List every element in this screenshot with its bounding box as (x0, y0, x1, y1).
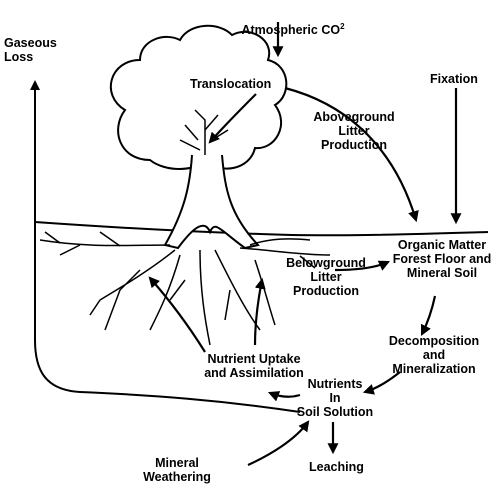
label-mineral-weathering: Mineral Weathering (143, 456, 211, 484)
mineralization-arrow (362, 371, 401, 395)
label-organic-matter: Organic Matter Forest Floor and Mineral … (392, 238, 492, 280)
atmospheric-co2-text: Atmospheric CO (241, 23, 341, 38)
translocation-arrow (208, 93, 257, 144)
decomposition-arrow (421, 295, 437, 336)
uptake-arrow-right (253, 277, 266, 346)
label-gaseous-loss: Gaseous Loss (4, 36, 57, 64)
tree-roots-icon (39, 231, 331, 346)
label-decomposition: Decomposition and Mineralization (388, 334, 480, 376)
label-nutrient-uptake: Nutrient Uptake and Assimilation (204, 352, 304, 380)
belowground-litter-arrow (334, 260, 390, 272)
aboveground-litter-arrow (284, 86, 419, 223)
co2-superscript: 2 (340, 22, 345, 31)
label-leaching: Leaching (309, 460, 364, 474)
label-belowground-litter: Belowground Litter Production (286, 256, 366, 298)
gaseous-loss-arrow (30, 80, 301, 413)
label-nutrients-solution: Nutrients In Soil Solution (296, 377, 374, 419)
tree-trunk-icon (163, 154, 260, 250)
solution-to-uptake-arrow (267, 391, 301, 402)
tree-crown-icon (109, 24, 288, 170)
label-aboveground-litter: Aboveground Litter Production (313, 110, 395, 152)
ground-line (34, 221, 489, 237)
weathering-arrow (247, 420, 310, 467)
label-fixation: Fixation (430, 72, 478, 86)
label-atmospheric-co2: Atmospheric CO2 (228, 6, 345, 51)
label-translocation: Translocation (190, 77, 272, 91)
uptake-arrow-left (148, 276, 206, 353)
